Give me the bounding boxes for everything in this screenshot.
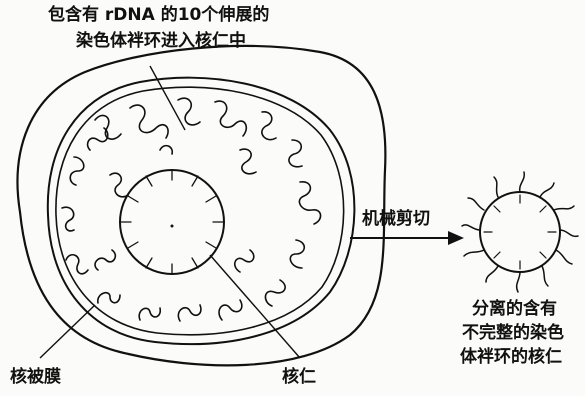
chromosome-loops [61,97,322,322]
nucleolus-body [119,169,225,275]
result-label-line2: 不完整的染色 [462,323,564,343]
nucleolus-pointer [209,254,301,359]
result-label-line1: 分离的含有 [472,299,557,319]
isolated-nucleolus-inner-stubs [483,194,557,270]
nucleolus-label: 核仁 [282,367,316,387]
top-label-line2: 染色体袢环进入核仁中 [76,31,246,51]
isolated-loop-fragments [461,171,579,293]
nucleolus-fibers [119,169,225,275]
result-label-line3: 体袢环的核仁 [460,347,562,367]
envelope-pointer [39,304,96,359]
nuclear-envelope-label: 核被膜 [10,367,61,387]
nucleolus-center-dot [170,224,174,228]
nuclear-envelope-outer [46,76,356,345]
arrow-label: 机械剪切 [362,209,430,229]
top-label-line1: 包含有 rDNA 的10个伸展的 [48,5,270,25]
nuclear-envelope-inner [55,86,345,336]
cell-outline [16,44,387,367]
top-label-pointer [149,65,186,131]
arrow-right [350,231,464,245]
